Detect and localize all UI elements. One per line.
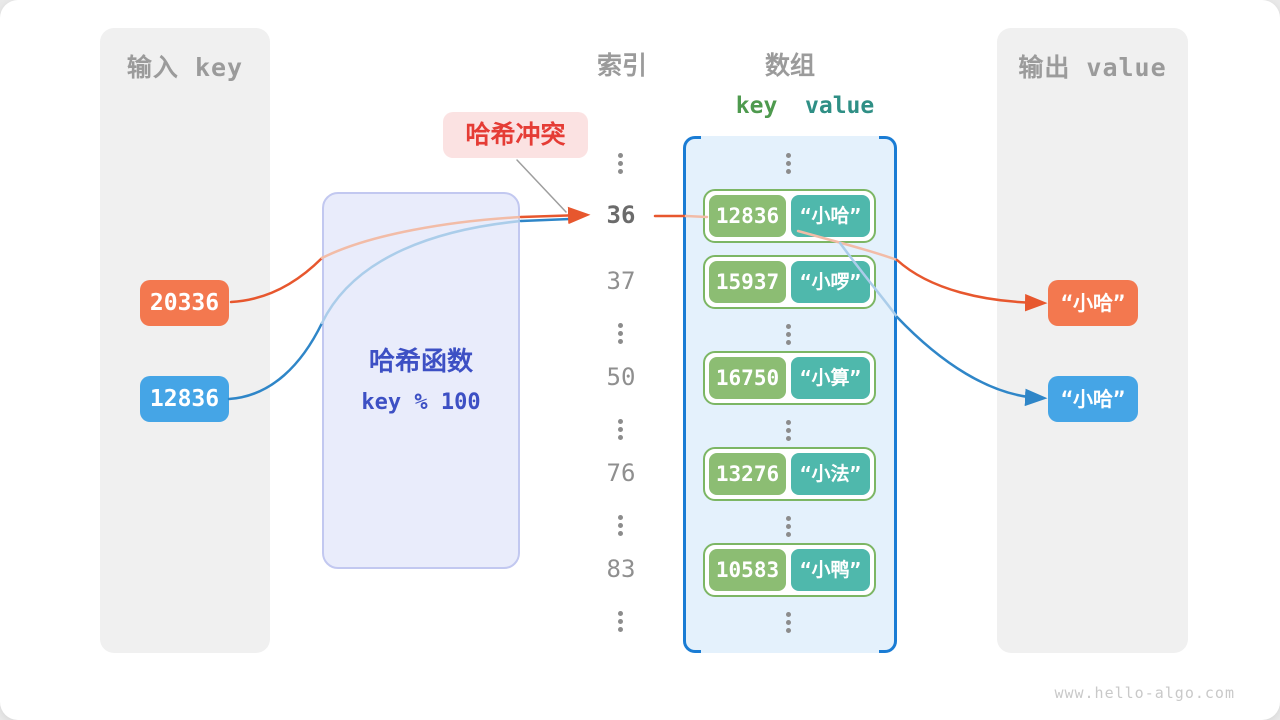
vertical-ellipsis (618, 512, 623, 539)
kv-pair-row: 13276 “小法” (703, 447, 876, 501)
array-column-title: 数组 (764, 51, 815, 80)
output-value-blue: “小哈” (1048, 376, 1138, 422)
collision-pointer-line (516, 159, 567, 213)
index-column-title: 索引 (596, 51, 647, 80)
vertical-ellipsis (618, 416, 623, 443)
index-item-36: 36 (606, 201, 636, 229)
arrow-to-index-36 (519, 206, 591, 225)
pair-value: “小法” (791, 453, 870, 495)
vertical-ellipsis (786, 609, 791, 636)
hash-function-title: 哈希函数 (368, 347, 473, 377)
index-item-83: 83 (606, 555, 636, 583)
input-panel-title: 输入 key (126, 53, 244, 82)
vertical-ellipsis (618, 608, 623, 635)
value-header-label: value (805, 93, 875, 119)
blue-merge-stub (519, 217, 572, 223)
pair-key: 12836 (709, 195, 786, 237)
vertical-ellipsis (786, 150, 791, 177)
input-key-12836: 12836 (140, 376, 229, 422)
key-header-label: key (735, 93, 778, 119)
output-panel-title: 输出 value (1018, 53, 1167, 82)
pair-key: 13276 (709, 453, 786, 495)
kv-pair-row: 15937 “小啰” (703, 255, 876, 309)
kv-pair-row: 16750 “小算” (703, 351, 876, 405)
input-key-panel: 输入 key (100, 28, 270, 653)
vertical-ellipsis (786, 513, 791, 540)
kv-pair-row: 10583 “小鸭” (703, 543, 876, 597)
index-item-37: 37 (606, 267, 636, 295)
key-value-header: key value (705, 93, 905, 119)
hash-collision-label: 哈希冲突 (443, 112, 588, 158)
vertical-ellipsis (786, 417, 791, 444)
vertical-ellipsis (618, 320, 623, 347)
pair-value: “小鸭” (791, 549, 870, 591)
pair-key: 16750 (709, 357, 786, 399)
pair-key: 15937 (709, 261, 786, 303)
kv-pair-row: 12836 “小哈” (703, 189, 876, 243)
pair-value: “小算” (791, 357, 870, 399)
array-left-bracket (683, 136, 701, 653)
array-right-bracket (879, 136, 897, 653)
pair-key: 10583 (709, 549, 786, 591)
input-key-20336: 20336 (140, 280, 229, 326)
index-item-50: 50 (606, 363, 636, 391)
output-value-orange: “小哈” (1048, 280, 1138, 326)
vertical-ellipsis (618, 150, 623, 177)
watermark: www.hello-algo.com (1054, 684, 1235, 702)
hash-function-formula: key % 100 (361, 390, 481, 415)
pair-value: “小哈” (791, 195, 870, 237)
hash-function-box: 哈希函数 key % 100 (322, 192, 520, 569)
vertical-ellipsis (786, 321, 791, 348)
index-item-76: 76 (606, 459, 636, 487)
pair-value: “小啰” (791, 261, 870, 303)
output-value-panel: 输出 value (997, 28, 1188, 653)
